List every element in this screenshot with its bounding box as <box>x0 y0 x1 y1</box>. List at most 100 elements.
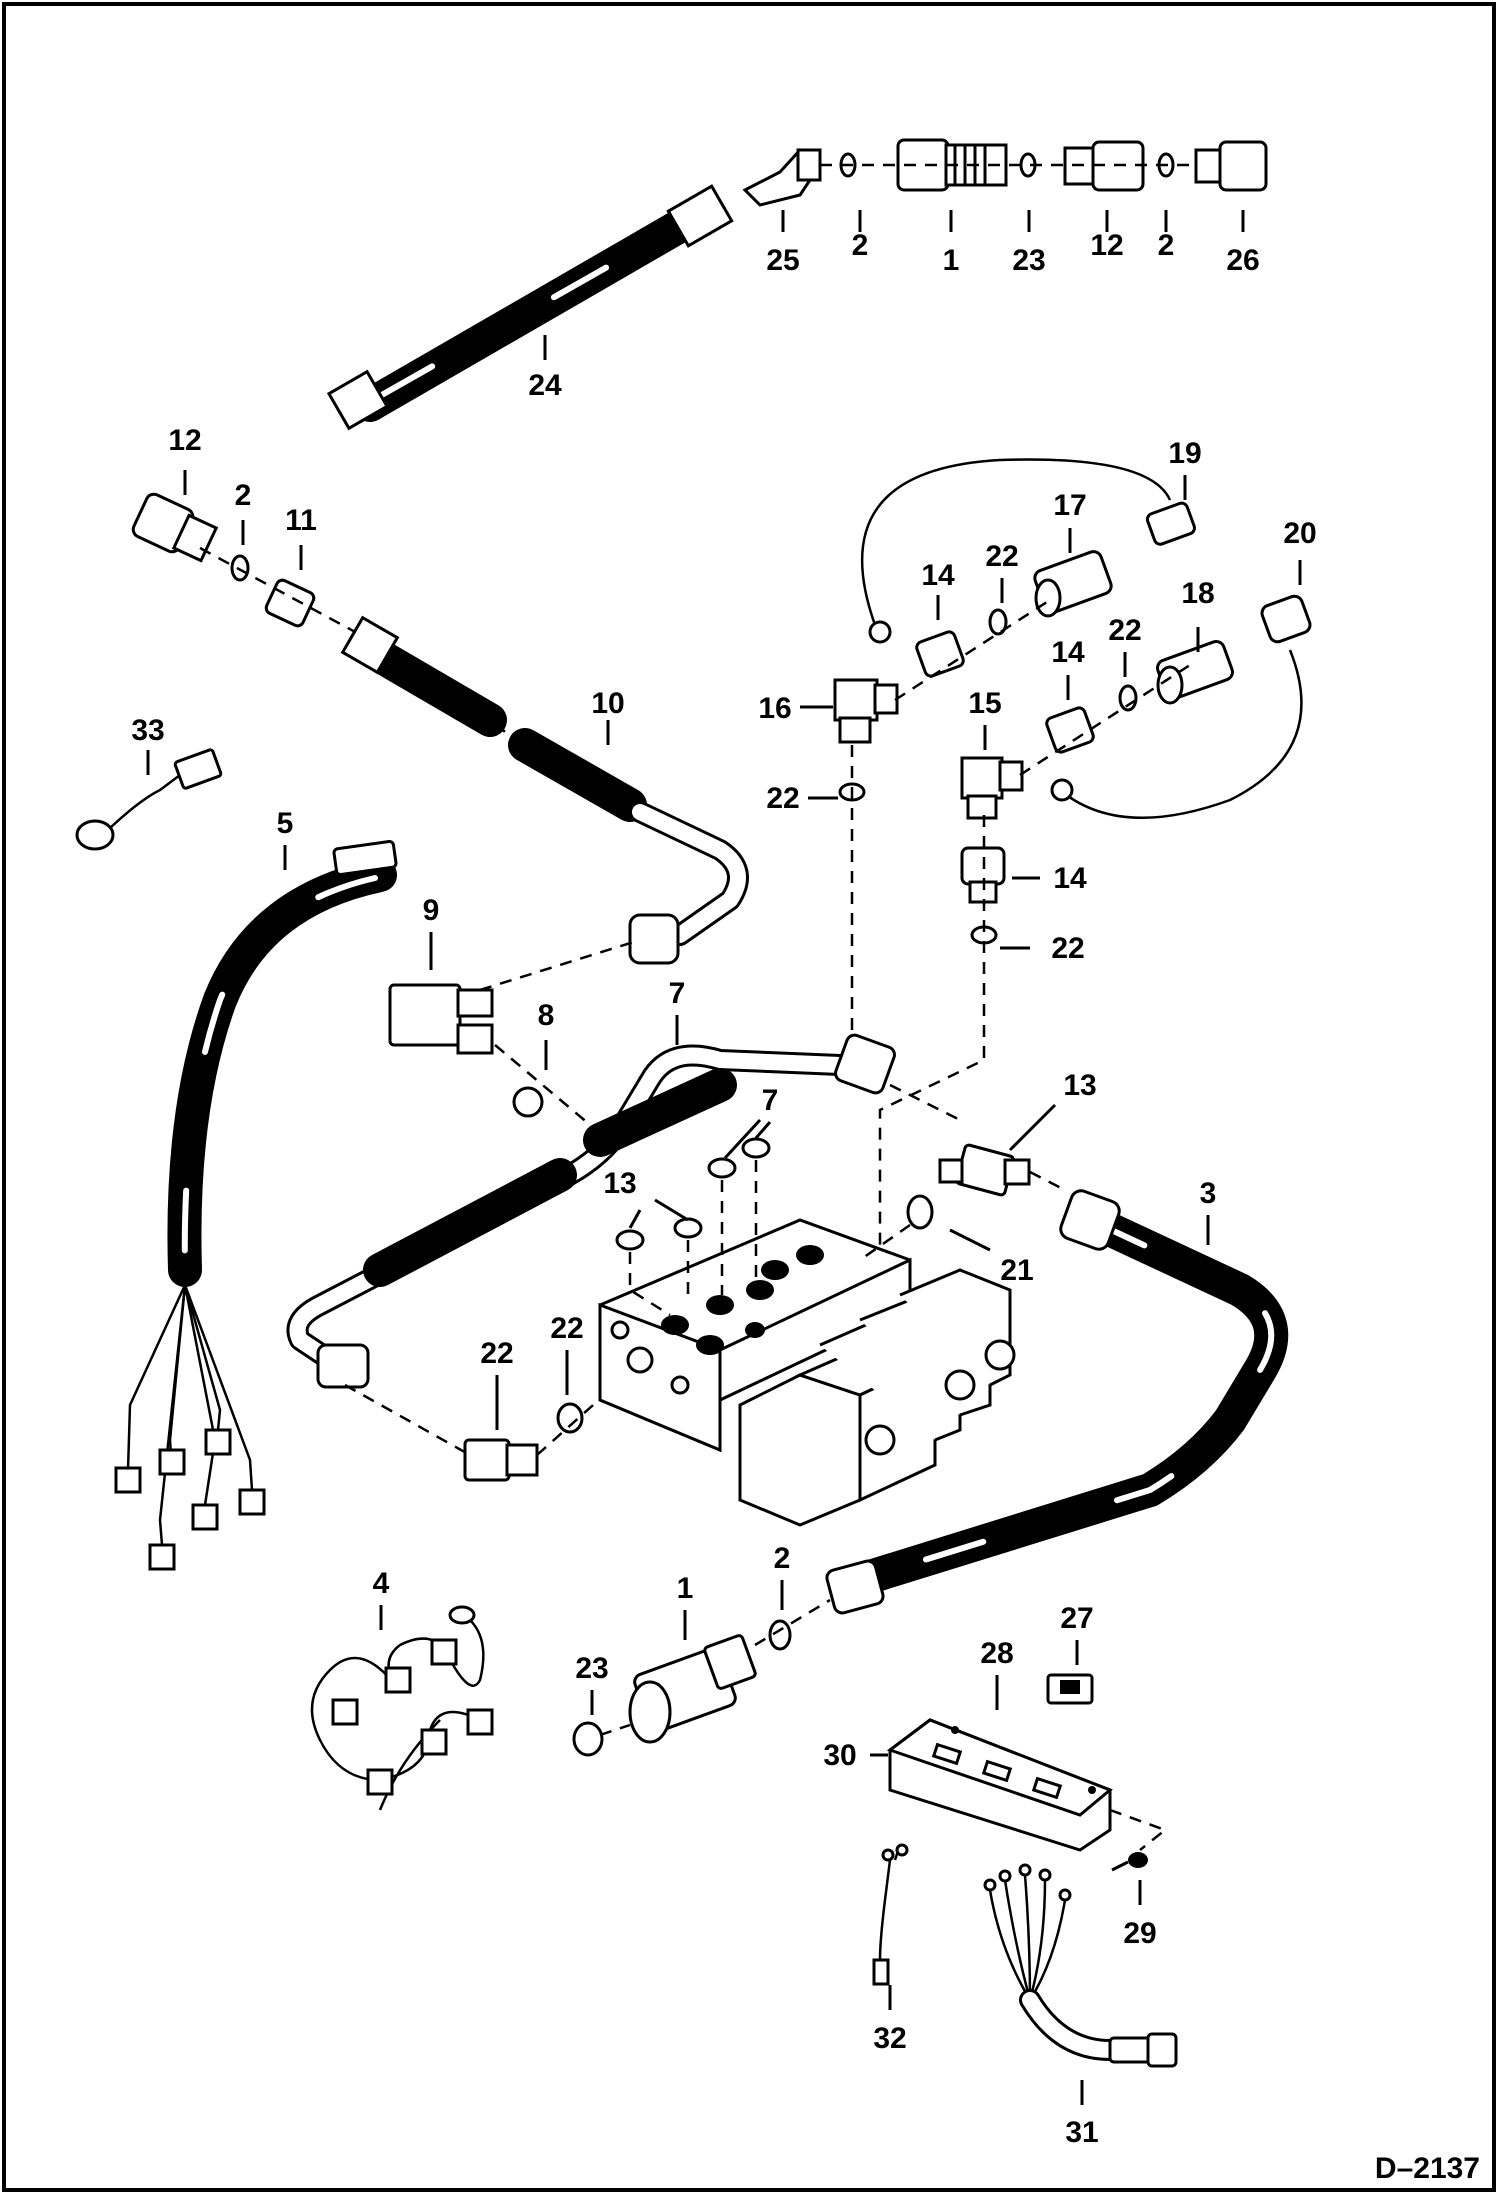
callout-1-bottom: 1 <box>677 1572 694 1605</box>
adapter-14-upper <box>915 630 965 678</box>
callout-14-upper: 14 <box>921 559 955 592</box>
callout-13: 13 <box>1063 1069 1096 1102</box>
callout-23-top: 23 <box>1012 244 1045 277</box>
callout-22-block-top: 7 <box>762 1084 779 1117</box>
elbow-6 <box>463 1438 539 1482</box>
callout-2-left: 2 <box>235 479 252 512</box>
adapter-14-right <box>1045 706 1095 754</box>
callout-26: 26 <box>1226 244 1259 277</box>
callout-27: 27 <box>1060 1602 1093 1635</box>
o-ring-2-left <box>230 554 250 582</box>
callout-21-left: 22 <box>550 1312 583 1345</box>
switch-27 <box>1046 1673 1094 1705</box>
o-ring-23-bottom <box>572 1721 604 1757</box>
drawing-number: D–2137 <box>1375 2152 1480 2185</box>
callout-21-right: 21 <box>1000 1254 1033 1287</box>
tee-9 <box>388 983 494 1055</box>
callout-5: 5 <box>277 807 294 840</box>
tee-13 <box>938 1143 1031 1197</box>
bracket-28 <box>886 1718 1113 1852</box>
dash-23-to-1 <box>599 1723 631 1737</box>
callout-23-bottom: 23 <box>575 1652 608 1685</box>
dash-7-to-13 <box>889 1083 961 1122</box>
wire-harness-31 <box>983 1863 1178 2068</box>
callout-2-top: 2 <box>852 229 869 262</box>
callout-33: 33 <box>131 714 164 747</box>
o-ring-22-upper <box>988 608 1008 636</box>
callout-22-right: 22 <box>1108 614 1141 647</box>
upper-right-line-a <box>894 598 1051 702</box>
callout-28: 28 <box>980 1637 1013 1670</box>
callout-1-top: 1 <box>943 244 960 277</box>
hose-3 <box>825 1189 1289 1615</box>
dash-oring-a <box>628 1252 671 1317</box>
callout-6: 22 <box>480 1337 513 1370</box>
solenoid-coils <box>738 1268 1016 1527</box>
callout-18: 18 <box>1181 577 1214 610</box>
tube-7 <box>286 1033 896 1389</box>
callout-12-left: 12 <box>168 424 201 457</box>
callout-7: 7 <box>669 977 686 1010</box>
callout-31: 31 <box>1065 2116 1098 2149</box>
callout-19: 19 <box>1168 437 1201 470</box>
o-ring-8 <box>512 1086 544 1118</box>
o-ring-21-left <box>556 1402 584 1434</box>
callout-2-bottom: 2 <box>774 1542 791 1575</box>
o-ring-22-block-c <box>707 1157 737 1179</box>
o-ring-22-block-d <box>741 1137 771 1159</box>
elbow-16 <box>833 678 899 744</box>
nipple-12-left <box>131 492 219 563</box>
coupler-17 <box>1033 550 1113 618</box>
callout-15: 15 <box>968 687 1001 720</box>
fitting-elbow-25 <box>742 147 823 207</box>
callout-29: 29 <box>1123 1917 1156 1950</box>
callout-22-elbow16: 22 <box>766 782 799 815</box>
callout-22-upper: 22 <box>985 540 1018 573</box>
valve-block <box>598 1218 912 1453</box>
harness-4 <box>310 1605 494 1811</box>
hose-10 <box>340 615 749 965</box>
callout-17: 17 <box>1053 489 1086 522</box>
harness-5 <box>114 839 398 1571</box>
coupler-1-bottom <box>628 1634 757 1744</box>
callout-30: 30 <box>823 1739 856 1772</box>
elbow-15 <box>960 756 1024 820</box>
adapter-26 <box>1194 140 1268 192</box>
wire-tether-19 <box>860 458 1172 644</box>
callout-22-lower: 22 <box>1051 932 1084 965</box>
cap-19 <box>1145 501 1196 546</box>
o-ring-22-block-b <box>673 1217 703 1239</box>
callout-11: 11 <box>285 504 317 537</box>
cap-20 <box>1260 594 1312 644</box>
dash-7-to-6 <box>344 1383 471 1457</box>
dash-13-to-3 <box>1029 1170 1066 1192</box>
dash-from-15 <box>878 815 986 1270</box>
callout-14-lower: 14 <box>1053 862 1087 895</box>
dash-21-to-block <box>859 1223 911 1262</box>
wire-tether-20 <box>1050 649 1303 820</box>
callout-4: 4 <box>373 1567 390 1600</box>
o-ring-21-right <box>906 1194 934 1230</box>
dash-bracket-screw <box>1109 1808 1168 1851</box>
callout-20: 20 <box>1283 517 1316 550</box>
coupler-18 <box>1156 639 1234 705</box>
o-ring-2-bottom <box>768 1619 792 1651</box>
callout-22-block-left: 13 <box>603 1167 636 1200</box>
hose-24-assembly <box>326 184 734 431</box>
callout-16: 16 <box>758 692 791 725</box>
callout-25: 25 <box>766 244 799 277</box>
upper-right-line-b <box>1019 663 1191 777</box>
callout-12-top: 12 <box>1090 229 1123 262</box>
wire-32 <box>872 1843 909 1986</box>
adapter-14-lower <box>960 846 1006 904</box>
callout-9: 9 <box>423 894 440 927</box>
o-ring-22-block-a <box>615 1229 645 1251</box>
adapter-11 <box>264 578 316 628</box>
dash-1-to-3 <box>754 1598 831 1647</box>
callout-2-top-b: 2 <box>1158 229 1175 262</box>
left-fittings-line <box>199 546 371 642</box>
callout-8: 8 <box>538 999 555 1032</box>
dash-9-to-10 <box>479 938 641 992</box>
callout-10: 10 <box>591 687 624 720</box>
callout-14-right: 14 <box>1051 636 1085 669</box>
